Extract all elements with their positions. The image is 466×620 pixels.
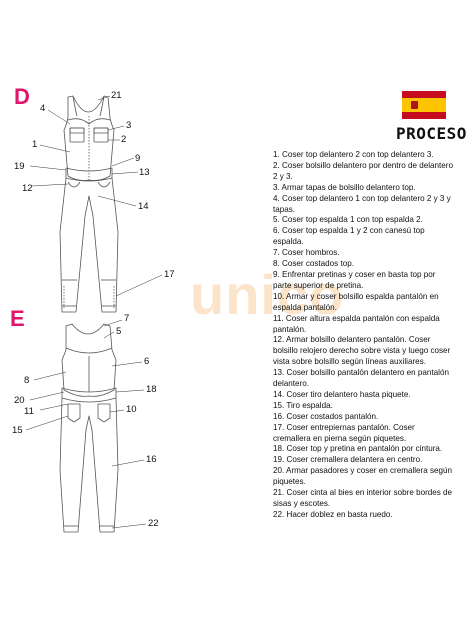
list-item: 12. Armar bolsillo delantero pantalón. C… — [273, 335, 451, 367]
list-item: 2. Coser bolsillo delantero por dentro d… — [273, 160, 453, 181]
callout-number: 11 — [24, 406, 34, 417]
spain-flag-icon — [402, 91, 446, 119]
list-item: 3. Armar tapas de bolsillo delantero top… — [273, 182, 416, 192]
list-item: 14. Coser tiro delantero hasta piquete. — [273, 389, 411, 399]
list-item: 16. Coser costados pantalón. — [273, 411, 379, 421]
back-jumpsuit-drawing — [59, 323, 119, 533]
page-title: PROCESO — [396, 124, 466, 143]
list-item: 13. Coser bolsillo pantalón delantero en… — [273, 368, 449, 389]
list-item: 19. Coser cremallera delantera en centro… — [273, 455, 423, 465]
front-view-letter: D — [14, 84, 30, 109]
list-item: 18. Coser top y pretina en pantalón por … — [273, 444, 443, 454]
list-item: 7. Coser hombros. — [273, 248, 340, 258]
callout-number: 2 — [121, 134, 127, 145]
callout-number: 21 — [111, 90, 122, 101]
list-item: 20. Armar pasadores y coser en cremaller… — [273, 466, 453, 487]
callout-number: 12 — [22, 183, 33, 194]
list-item: 6. Coser top espalda 1 y 2 con canesú to… — [273, 226, 425, 247]
callout-number: 16 — [146, 454, 157, 465]
list-item: 5. Coser top espalda 1 con top espalda 2… — [273, 215, 423, 225]
callout-number: 22 — [148, 518, 159, 529]
callout-number: 1 — [32, 139, 38, 150]
process-steps-list: 1. Coser top delantero 2 con top delante… — [273, 150, 453, 521]
callout-number: 4 — [40, 103, 46, 114]
list-item: 4. Coser top delantero 1 con top delante… — [273, 193, 451, 214]
list-item: 11. Coser altura espalda pantalón con es… — [273, 313, 440, 334]
callout-number: 3 — [126, 120, 132, 131]
callout-number: 9 — [135, 153, 141, 164]
callout-number: 8 — [24, 375, 30, 386]
callout-number: 13 — [139, 167, 150, 178]
back-view-letter: E — [10, 306, 25, 331]
callout-number: 18 — [146, 384, 157, 395]
list-item: 10. Armar y coser bolsillo espalda panta… — [273, 291, 439, 312]
callout-number: 5 — [116, 326, 122, 337]
list-item: 8. Coser costados top. — [273, 259, 354, 269]
list-item: 15. Tiro espalda. — [273, 400, 333, 410]
callout-number: 10 — [126, 404, 137, 415]
list-item: 21. Coser cinta al bies en interior sobr… — [273, 488, 453, 508]
callout-number: 19 — [14, 161, 25, 172]
list-item: 9. Enfrentar pretinas y coser en basta t… — [273, 269, 436, 290]
list-item: 22. Hacer doblez en basta ruedo. — [273, 509, 393, 519]
front-jumpsuit-drawing — [59, 95, 119, 313]
callout-number: 14 — [138, 201, 149, 212]
callout-number: 17 — [164, 269, 175, 280]
list-item: 17. Coser entrepiernas pantalón. Coser c… — [273, 422, 415, 443]
callout-number: 15 — [12, 425, 23, 436]
callout-number: 20 — [14, 395, 25, 406]
watermark-text: unico — [190, 263, 345, 326]
callout-number: 7 — [124, 313, 130, 324]
callout-number: 6 — [144, 356, 150, 367]
list-item: 1. Coser top delantero 2 con top delante… — [273, 150, 434, 159]
